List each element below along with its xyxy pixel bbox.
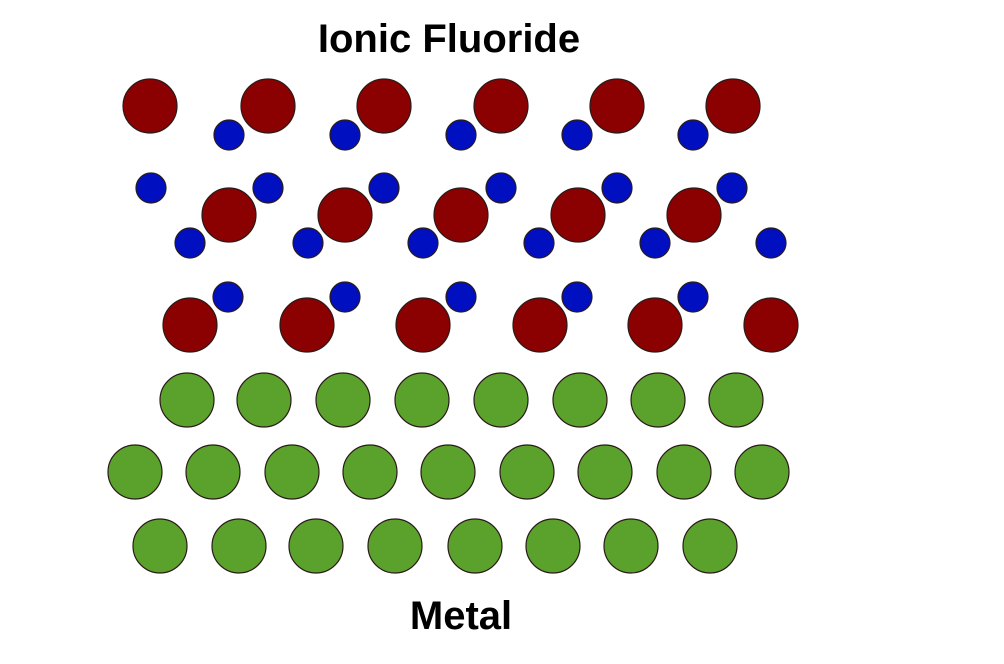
metal-atom <box>603 518 659 574</box>
fluoride-atom <box>329 119 361 151</box>
fluoride-atom <box>445 119 477 151</box>
fluoride-atom <box>716 172 748 204</box>
metal-atom <box>552 372 608 428</box>
cation-atom <box>627 297 683 353</box>
cation-atom <box>473 78 529 134</box>
fluoride-atom <box>252 172 284 204</box>
metal-atom <box>367 518 423 574</box>
cation-atom <box>317 187 373 243</box>
fluoride-atom <box>135 172 167 204</box>
fluoride-atom <box>407 227 439 259</box>
cation-atom <box>201 187 257 243</box>
metal-atom <box>288 518 344 574</box>
metal-atom <box>236 372 292 428</box>
label-metal: Metal <box>409 594 513 638</box>
metal-atom <box>447 518 503 574</box>
metal-atom <box>159 372 215 428</box>
fluoride-atom <box>677 119 709 151</box>
fluoride-atom <box>601 172 633 204</box>
metal-atom <box>682 518 738 574</box>
metal-atom <box>577 444 633 500</box>
title-ionic-fluoride: Ionic Fluoride <box>317 17 581 61</box>
metal-atom <box>499 444 555 500</box>
cation-atom <box>395 297 451 353</box>
fluoride-atom <box>677 281 709 313</box>
fluoride-atom <box>561 281 593 313</box>
fluoride-atom <box>329 281 361 313</box>
cation-atom <box>279 297 335 353</box>
fluoride-atom <box>755 227 787 259</box>
cation-atom <box>589 78 645 134</box>
metal-atom <box>132 518 188 574</box>
cation-atom <box>666 187 722 243</box>
cation-atom <box>512 297 568 353</box>
cation-atom <box>433 187 489 243</box>
fluoride-atom <box>368 172 400 204</box>
metal-atom <box>107 444 163 500</box>
cation-atom <box>356 78 412 134</box>
metal-atom <box>420 444 476 500</box>
metal-atom <box>656 444 712 500</box>
metal-atom <box>630 372 686 428</box>
metal-atom <box>342 444 398 500</box>
metal-atom <box>264 444 320 500</box>
fluoride-atom <box>523 227 555 259</box>
cation-atom <box>122 78 178 134</box>
cation-atom <box>240 78 296 134</box>
cation-atom <box>705 78 761 134</box>
fluoride-atom <box>213 119 245 151</box>
metal-atom <box>394 372 450 428</box>
metal-atom <box>708 372 764 428</box>
fluoride-atom <box>212 281 244 313</box>
cation-atom <box>743 297 799 353</box>
metal-atom <box>734 444 790 500</box>
fluoride-atom <box>561 119 593 151</box>
fluoride-atom <box>639 227 671 259</box>
cation-atom <box>162 297 218 353</box>
fluoride-atom <box>174 227 206 259</box>
fluoride-atom <box>445 281 477 313</box>
fluoride-atom <box>292 227 324 259</box>
cation-atom <box>550 187 606 243</box>
metal-atom <box>211 518 267 574</box>
metal-atom <box>473 372 529 428</box>
fluoride-atom <box>485 172 517 204</box>
metal-atom <box>185 444 241 500</box>
metal-atom <box>315 372 371 428</box>
metal-atom <box>525 518 581 574</box>
